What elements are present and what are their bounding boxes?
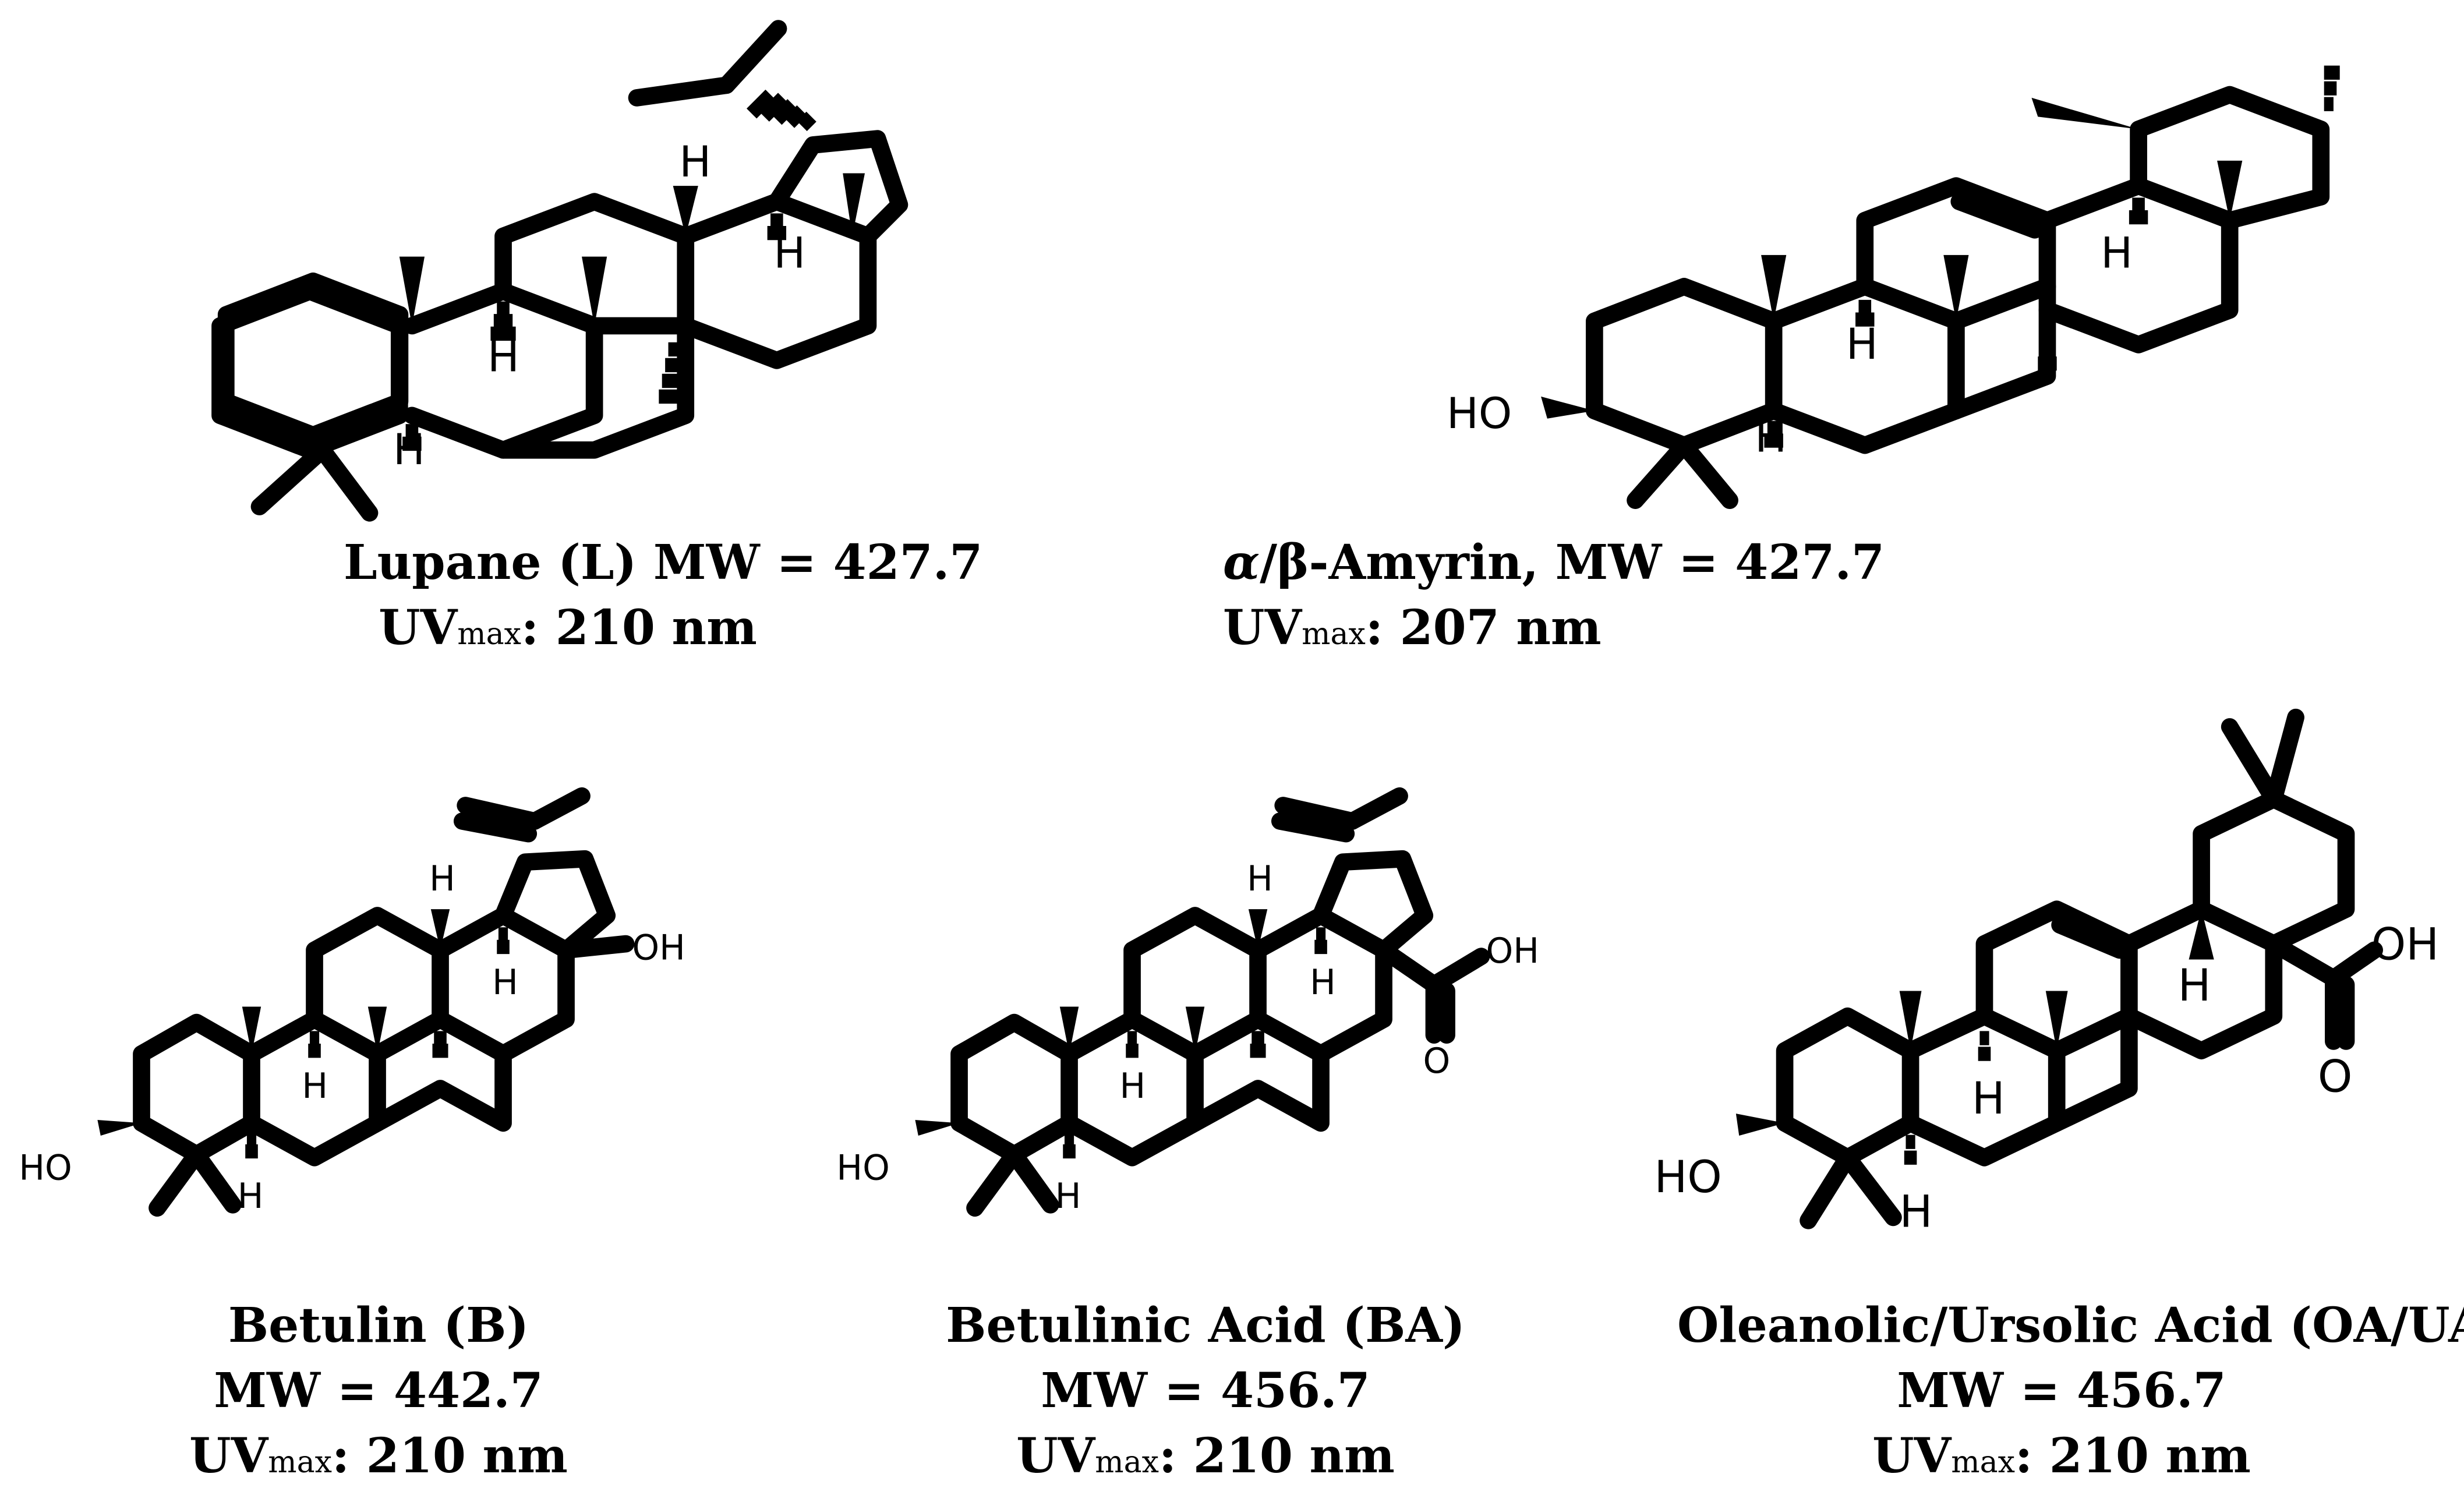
oa-mw: MW = 456.7 bbox=[1897, 1363, 2226, 1419]
betulinic-acid-structure: OH O HO H H H H bbox=[836, 787, 1539, 1217]
lupane-h-label: H bbox=[773, 229, 805, 278]
amyrin-h-label: H bbox=[1846, 320, 1878, 369]
betulin-caption: Betulin (B) MW = 442.7 UVmax: 210 nm bbox=[175, 1293, 582, 1495]
oa-h-label: H bbox=[1900, 1186, 1933, 1238]
betulin-oh-label: OH bbox=[632, 928, 685, 969]
betulin-uv: UVmax: 210 nm bbox=[189, 1428, 568, 1484]
oa-oh-label: OH bbox=[2371, 919, 2439, 970]
amyrin-caption: α/β-Amyrin, MW = 427.7 UVmax: 207 nm bbox=[1223, 530, 1885, 667]
ba-h-label: H bbox=[1310, 963, 1336, 1003]
amyrin-uv: UVmax: 207 nm bbox=[1223, 600, 1602, 656]
ba-uv: UVmax: 210 nm bbox=[1016, 1428, 1395, 1484]
betulin-h-label: H bbox=[238, 1176, 264, 1217]
ba-ho-label: HO bbox=[836, 1148, 889, 1189]
amyrin-name-mw: α/β-Amyrin, MW = 427.7 bbox=[1223, 535, 1885, 591]
betulin-ho-label: HO bbox=[19, 1148, 72, 1189]
oa-h-label: H bbox=[2178, 960, 2211, 1011]
amyrin-h-label: H bbox=[2101, 229, 2133, 278]
ba-name: Betulinic Acid (BA) bbox=[946, 1298, 1465, 1353]
oleanolic-ursolic-acid-structure: OH O HO H H H bbox=[1654, 708, 2439, 1238]
ba-h-label: H bbox=[1055, 1176, 1081, 1217]
lupane-h-label: H bbox=[679, 137, 711, 187]
oa-ho-label: HO bbox=[1654, 1151, 1721, 1203]
lupane-name-mw: Lupane (L) MW = 427.7 bbox=[344, 530, 982, 595]
lupane-caption: Lupane (L) MW = 427.7 UVmax: 210 nm bbox=[344, 530, 982, 667]
ba-o-label: O bbox=[1423, 1041, 1451, 1082]
oleanolic-ursolic-acid-caption: Oleanolic/Ursolic Acid (OA/UA) MW = 456.… bbox=[1677, 1293, 2464, 1495]
betulin-h-label: H bbox=[302, 1066, 328, 1107]
oa-name: Oleanolic/Ursolic Acid (OA/UA) bbox=[1677, 1298, 2464, 1353]
ba-oh-label: OH bbox=[1486, 931, 1539, 971]
betulinic-acid-caption: Betulinic Acid (BA) MW = 456.7 UVmax: 21… bbox=[932, 1293, 1479, 1495]
lupane-structure: H H H H bbox=[211, 20, 908, 522]
betulin-h-label: H bbox=[492, 963, 518, 1003]
lupane-mw: MW = 427.7 bbox=[653, 535, 983, 591]
oa-o-label: O bbox=[2318, 1051, 2353, 1102]
oa-uv: UVmax: 210 nm bbox=[1872, 1428, 2251, 1484]
betulin-h-label: H bbox=[429, 859, 455, 899]
lupane-name: Lupane (L) bbox=[344, 535, 637, 591]
lupane-h-label: H bbox=[487, 333, 519, 382]
oa-h-label: H bbox=[1972, 1073, 2005, 1124]
amyrin-structure: HO H H H bbox=[1447, 65, 2340, 509]
lupane-uv: UVmax: 210 nm bbox=[379, 600, 757, 656]
ba-h-label: H bbox=[1247, 859, 1273, 899]
betulin-name: Betulin (B) bbox=[228, 1298, 529, 1353]
betulin-structure: OH HO H H H H bbox=[19, 787, 685, 1217]
ba-h-label: H bbox=[1119, 1066, 1146, 1107]
lupane-h-label: H bbox=[393, 425, 425, 475]
amyrin-ho-label: HO bbox=[1447, 389, 1512, 439]
betulin-mw: MW = 442.7 bbox=[214, 1363, 543, 1419]
amyrin-h-label: H bbox=[1755, 412, 1787, 462]
ba-mw: MW = 456.7 bbox=[1041, 1363, 1370, 1419]
